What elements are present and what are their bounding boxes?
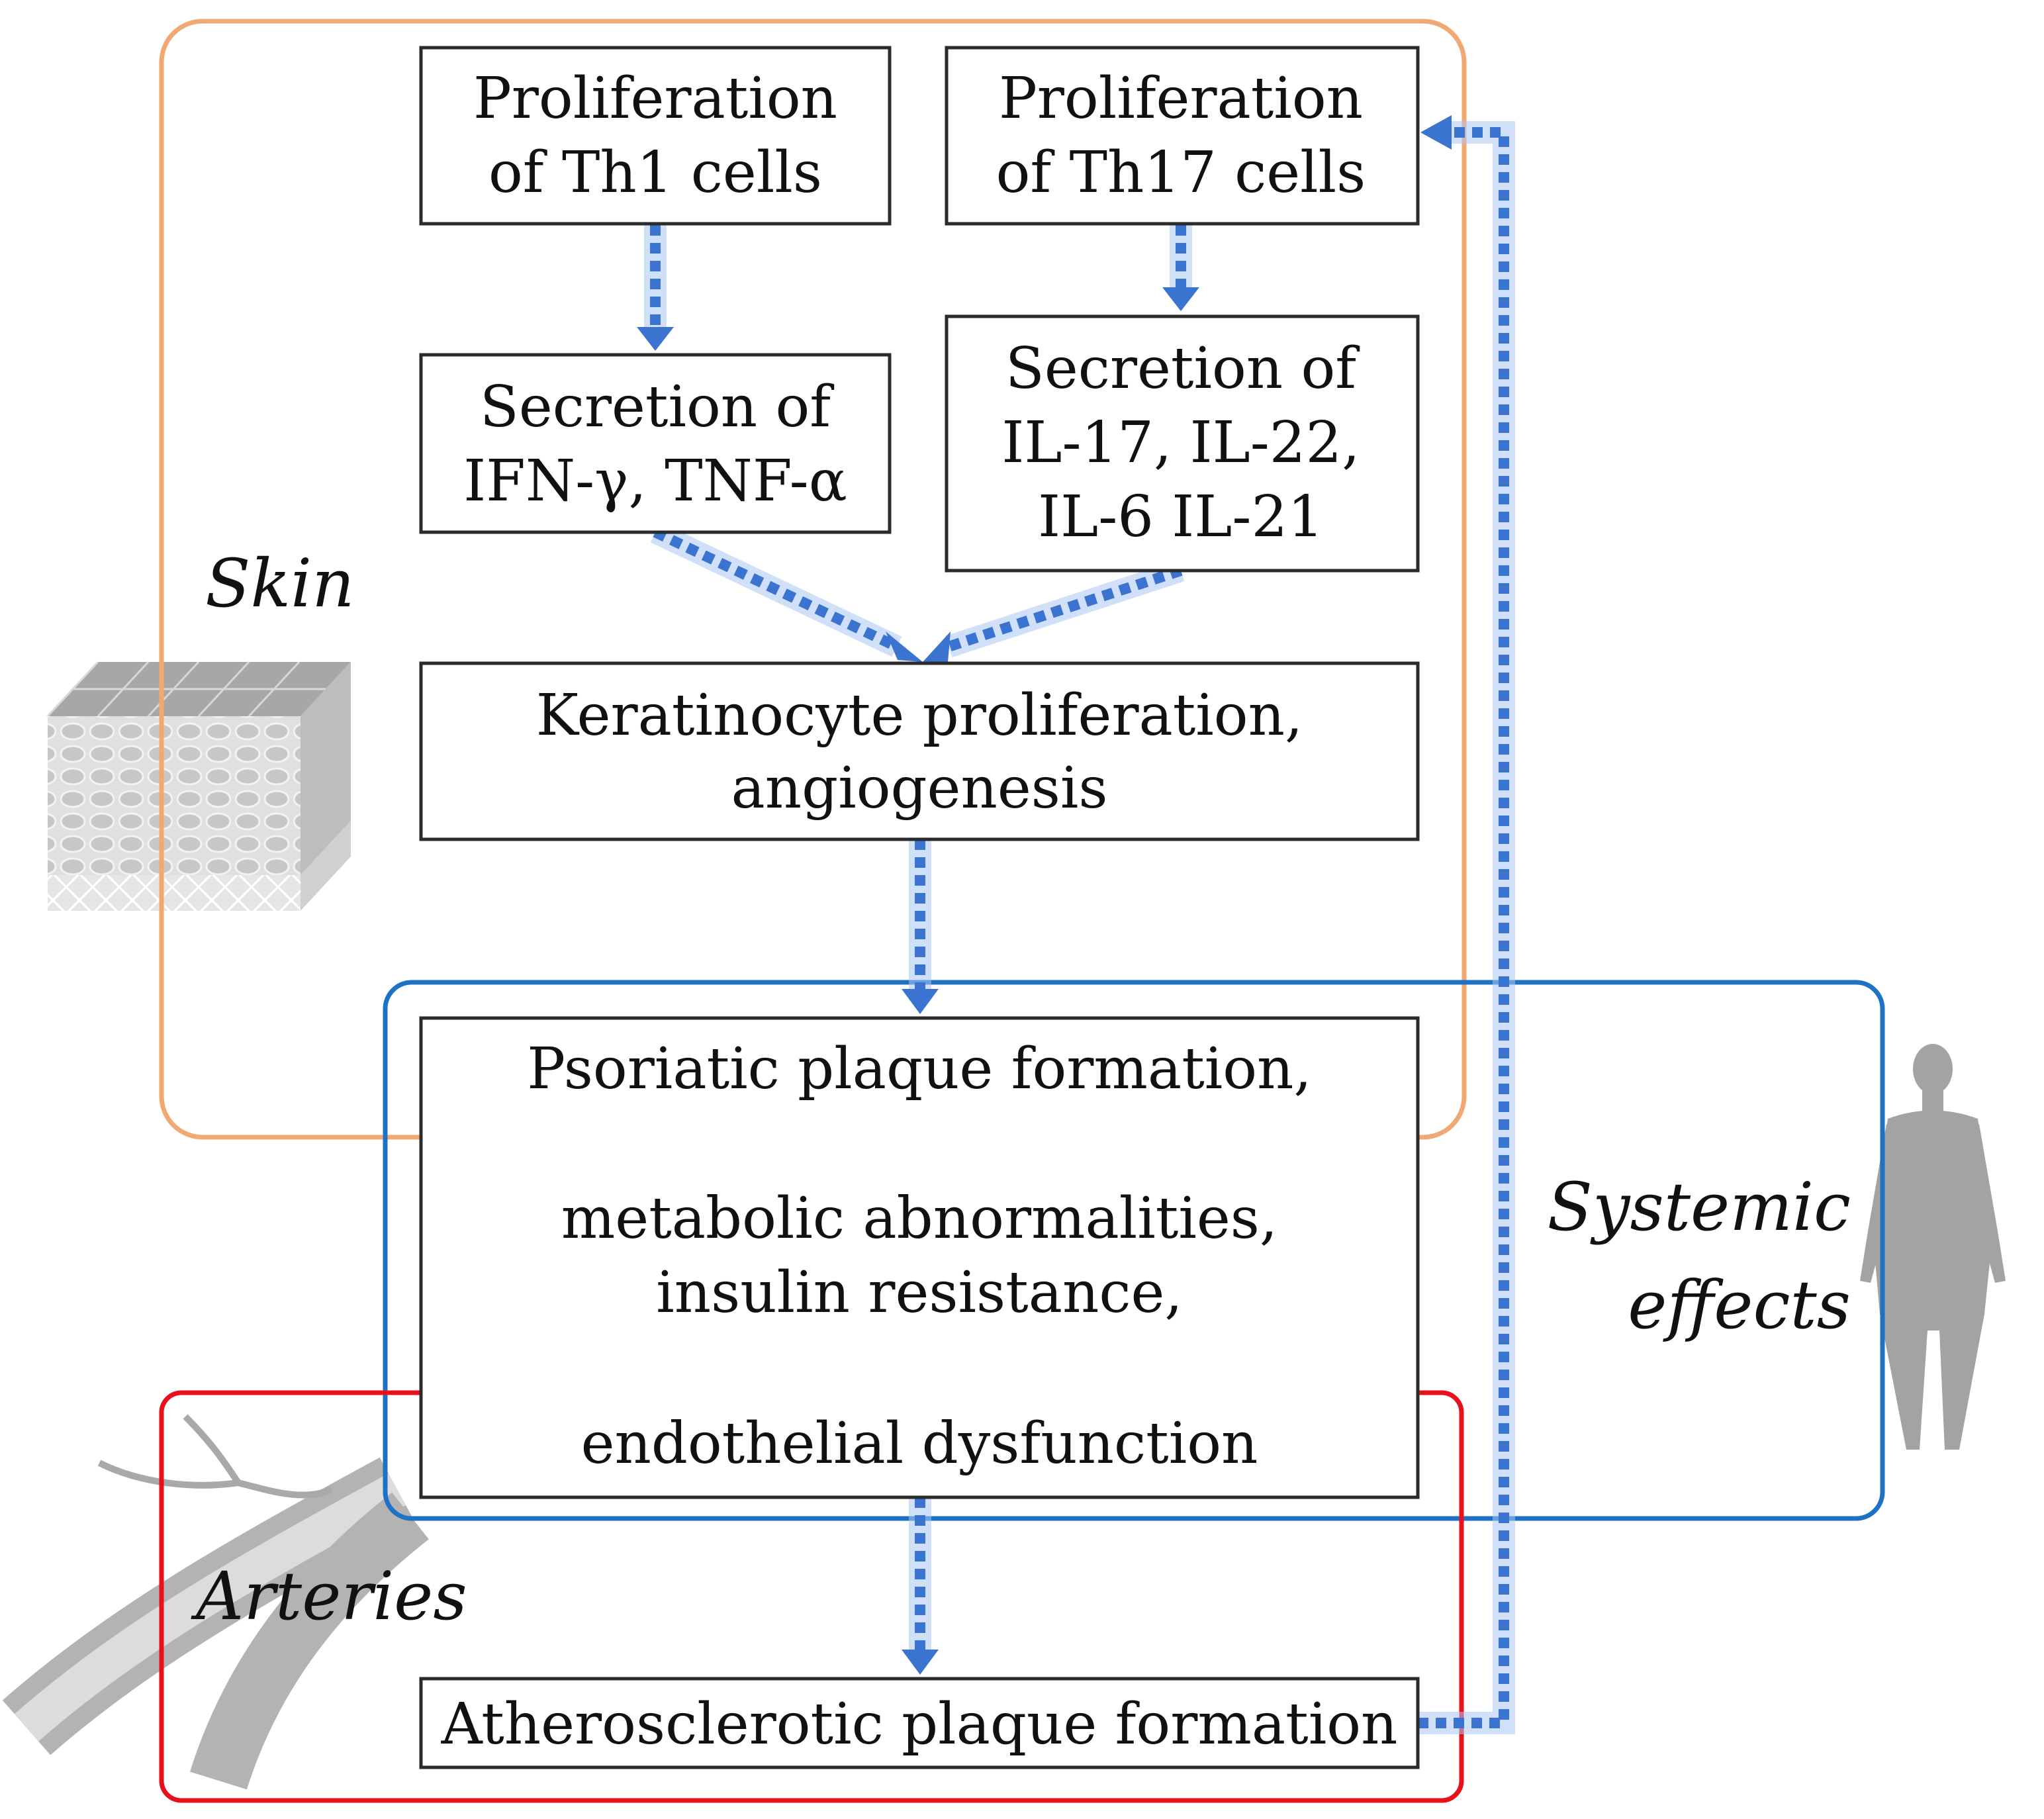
node-th17-secretion: Secretion of IL-17, IL-22, IL-6 IL-21 (945, 314, 1420, 573)
node-keratinocyte-line-2: angiogenesis (731, 755, 1108, 821)
arrow-th17-secretion-to-keratinocyte (923, 559, 1185, 662)
skin-layers-illustration (46, 661, 351, 911)
arrow-th1-secretion-to-keratinocyte (650, 522, 923, 662)
artery-illustration (2, 1414, 429, 1790)
flow-arrows (637, 115, 1515, 1734)
node-th1-secretion-line-2: IFN-γ, TNF-α (463, 448, 847, 514)
systemic-effects-label-line-1: Systemic (1548, 1168, 1851, 1246)
arrow-atherosclerotic-feedback-to-th17 (1418, 115, 1515, 1734)
node-th17-secretion-line-1: Secretion of (1005, 336, 1360, 402)
arteries-label: Arteries (191, 1558, 467, 1635)
arrow-keratinocyte-to-systemic (902, 839, 939, 1014)
arrow-th1-to-secretion (637, 225, 674, 351)
node-systemic-line-2: metabolic abnormalities, (561, 1186, 1278, 1252)
node-systemic-line-4: endothelial dysfunction (581, 1411, 1258, 1477)
arrow-th17-to-secretion (1162, 225, 1199, 311)
node-th17-line-1: Proliferation (999, 66, 1363, 132)
systemic-effects-region (383, 980, 1885, 1521)
node-th17-secretion-line-2: IL-17, IL-22, (1001, 410, 1360, 476)
human-silhouette-illustration (1860, 1044, 2006, 1450)
skin-label: Skin (205, 545, 355, 622)
node-systemic-line-1: Psoriatic plaque formation, (527, 1036, 1312, 1102)
node-th17-proliferation: Proliferation of Th17 cells (945, 46, 1420, 226)
node-atherosclerotic: Atherosclerotic plaque formation (419, 1677, 1420, 1769)
arrow-systemic-to-atherosclerotic (902, 1497, 939, 1675)
node-atherosclerotic-line-1: Atherosclerotic plaque formation (441, 1691, 1398, 1757)
node-keratinocyte: Keratinocyte proliferation, angiogenesis (419, 661, 1420, 841)
node-th1-secretion: Secretion of IFN-γ, TNF-α (419, 353, 892, 534)
node-th1-secretion-line-1: Secretion of (480, 374, 834, 440)
node-th1-line-2: of Th1 cells (488, 140, 822, 206)
node-th17-secretion-line-3: IL-6 IL-21 (1038, 484, 1324, 550)
node-th1-line-1: Proliferation (473, 66, 837, 132)
node-keratinocyte-line-1: Keratinocyte proliferation, (536, 682, 1303, 749)
node-systemic-effects: Psoriatic plaque formation, metabolic ab… (419, 1016, 1420, 1499)
node-th1-proliferation: Proliferation of Th1 cells (419, 46, 892, 226)
systemic-effects-label-line-2: effects (1628, 1266, 1851, 1344)
node-systemic-line-3: insulin resistance, (656, 1260, 1183, 1326)
node-th17-line-2: of Th17 cells (996, 140, 1366, 206)
